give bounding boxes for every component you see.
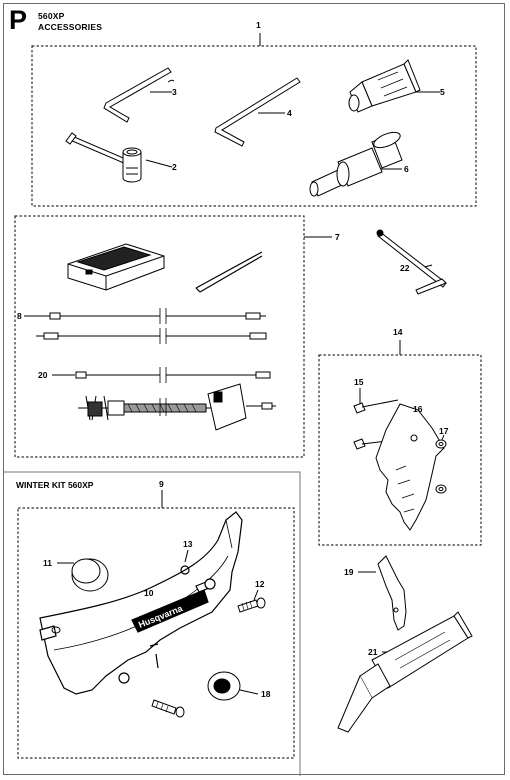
callout-10: 10 [144,588,154,598]
leader-18 [239,689,259,695]
part-cable-8 [49,308,266,324]
callout-1: 1 [256,20,261,30]
callout-15: 15 [354,377,364,387]
group-box-electronics [14,215,305,458]
callout-7: 7 [335,232,340,242]
model-name: 560XP [38,11,65,21]
part-screw-12 [237,597,266,613]
callout-4: 4 [287,108,292,118]
section-title: ACCESSORIES [38,22,103,32]
part-winter-cover [39,511,243,695]
callout-11: 11 [43,558,52,568]
section-letter: P [9,5,28,35]
leader-13 [184,549,189,563]
leader-2 [145,159,173,168]
callout-5: 5 [440,87,445,97]
callout-18: 18 [261,689,271,699]
part-o-ring-13 [180,565,190,575]
part-sealant-tube [337,611,473,733]
part-cable-adapter [36,328,267,344]
part-hex-key-small [103,67,175,123]
part-grease-tube [348,59,421,113]
callout-17: 17 [439,426,449,436]
part-screw-lower [151,699,185,718]
callout-19: 19 [344,567,354,577]
callout-21: 21 [368,647,378,657]
callout-22: 22 [400,263,410,273]
group-box-winter-kit [17,507,295,759]
page-frame [3,3,505,775]
leader-12 [253,589,259,601]
part-test-harness [78,383,276,431]
callout-9: 9 [159,479,164,489]
callout-2: 2 [172,162,177,172]
part-guide-plate [377,555,407,631]
callout-20: 20 [38,370,48,380]
part-spike-bumper [353,399,447,531]
part-cable-20 [75,367,271,383]
callout-13: 13 [183,539,193,549]
callout-14: 14 [393,327,403,337]
callout-3: 3 [172,87,177,97]
part-grommet-18 [207,671,241,701]
part-o-ring-left [51,626,61,634]
part-hex-key-long [214,77,301,147]
part-t-key-long [376,229,447,295]
callout-16: 16 [413,404,423,414]
part-probe [195,251,263,293]
group-box-accessories [31,45,477,207]
winter-kit-frame [4,471,301,776]
callout-12: 12 [255,579,265,589]
part-press-tool [309,131,403,197]
callout-8: 8 [17,311,22,321]
part-tester-box [67,243,165,291]
winter-kit-title: WINTER KIT 560XP [16,480,94,490]
part-plug-11 [71,558,109,592]
part-combination-spanner [65,132,142,183]
callout-6: 6 [404,164,409,174]
